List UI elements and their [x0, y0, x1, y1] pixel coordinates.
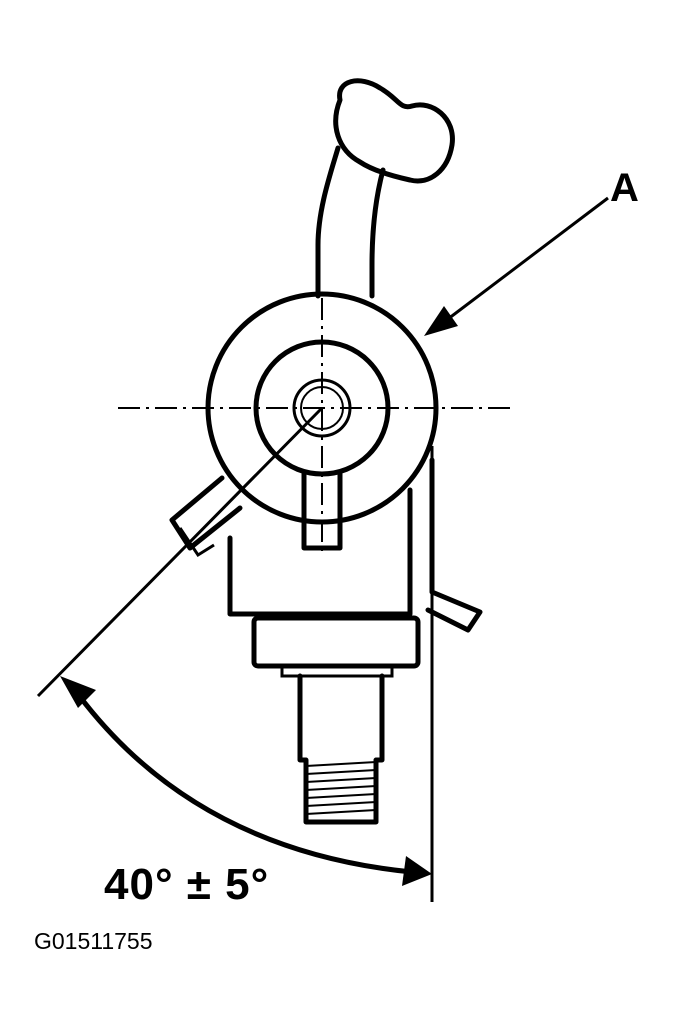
stem: [297, 673, 385, 825]
callout-arrowhead: [424, 306, 458, 336]
figure-id: G01511755: [34, 928, 153, 954]
arc-arrowhead-right: [402, 856, 432, 886]
flange-neck: [280, 666, 394, 678]
callout-leader: [443, 196, 609, 324]
hose-tube-right: [369, 167, 386, 299]
right-bracket: [425, 457, 483, 633]
threads: [305, 761, 377, 815]
callout-label-a: A: [610, 166, 639, 210]
angle-spec-label: 40° ± 5°: [104, 860, 270, 909]
side-nozzle: [169, 475, 243, 551]
hose-end: [333, 78, 455, 184]
valve-body: [227, 487, 413, 617]
angled-reference-line: [36, 406, 324, 698]
angle-arc: [69, 683, 415, 875]
arc-arrowhead-left: [60, 676, 96, 708]
hose-tube: [315, 145, 341, 299]
hex-flange: [251, 615, 421, 669]
side-nozzle-tip: [178, 527, 215, 558]
slot-tab: [301, 471, 343, 551]
